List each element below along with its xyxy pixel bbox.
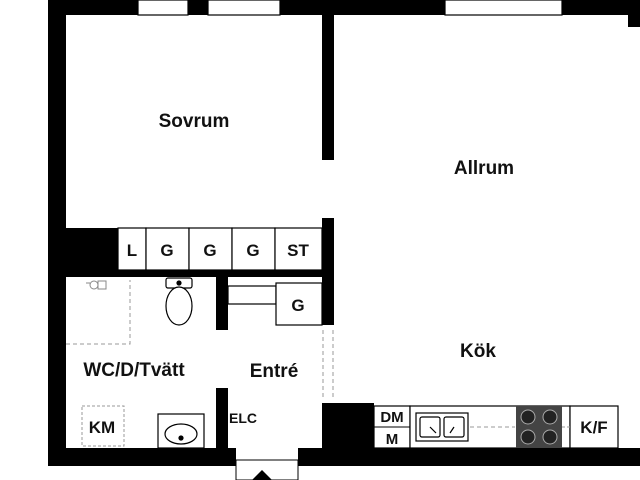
wardrobe-g2 bbox=[188, 227, 233, 271]
bath-sink-icon bbox=[157, 413, 205, 449]
room-label-bedroom: Sovrum bbox=[159, 111, 230, 132]
washing-machine bbox=[81, 405, 125, 447]
entrance-door bbox=[235, 459, 299, 480]
detail-lines bbox=[66, 280, 334, 400]
electrical-cabinet-label: ELC bbox=[229, 410, 257, 426]
room-label-entrance: Entré bbox=[250, 361, 299, 382]
wardrobe-l bbox=[117, 227, 147, 271]
wardrobe-row bbox=[117, 227, 323, 271]
wardrobe-g3 bbox=[231, 227, 276, 271]
hall-wardrobe-g-label: G bbox=[291, 296, 304, 315]
kf-label: K/F bbox=[580, 418, 607, 437]
wall-entry-right-upper bbox=[322, 273, 334, 325]
wall-kitchen-block bbox=[322, 403, 374, 450]
wardrobe-l-label: L bbox=[127, 241, 137, 260]
stove-icon bbox=[516, 406, 562, 448]
window-2 bbox=[207, 0, 281, 16]
washing-machine-label: KM bbox=[89, 418, 115, 437]
wardrobe-g1 bbox=[145, 227, 190, 271]
wall-block-left bbox=[66, 228, 118, 272]
room-label-living: Allrum bbox=[454, 158, 514, 179]
wardrobe-labels: L G G G ST bbox=[127, 241, 310, 260]
window-3 bbox=[444, 0, 563, 16]
dm-label-bottom: M bbox=[386, 431, 399, 448]
wardrobe-g1-label: G bbox=[160, 241, 173, 260]
dm-label-top: DM bbox=[380, 409, 403, 426]
wall-left bbox=[48, 0, 66, 466]
room-label-bathroom: WC/D/Tvätt bbox=[83, 360, 185, 381]
wall-stub-right bbox=[628, 15, 640, 27]
walls bbox=[48, 0, 640, 466]
wall-top-right bbox=[562, 0, 640, 15]
wall-bedroom-living-upper bbox=[322, 15, 334, 160]
wall-top-left bbox=[48, 0, 138, 15]
hall-wardrobe-g bbox=[275, 282, 323, 326]
wall-top-mid bbox=[188, 0, 208, 15]
toilet-icon bbox=[165, 277, 193, 326]
windows bbox=[137, 0, 563, 16]
wall-wardrobe-bottom bbox=[66, 270, 322, 277]
wardrobe-st-label: ST bbox=[287, 241, 309, 260]
counter-kf bbox=[569, 405, 619, 449]
wardrobe-st bbox=[274, 227, 323, 271]
window-1 bbox=[137, 0, 189, 16]
entry-arrow-icon bbox=[252, 470, 272, 480]
wall-bath-lower bbox=[216, 388, 228, 450]
kitchen-sink-icon bbox=[415, 412, 469, 442]
shower-head-icon bbox=[86, 280, 107, 290]
hall-wardrobe bbox=[227, 282, 323, 326]
wall-bottom-left bbox=[48, 448, 236, 466]
hall-shelf bbox=[227, 285, 277, 305]
shower-outline bbox=[66, 280, 131, 345]
room-label-kitchen: Kök bbox=[460, 341, 496, 362]
wall-top-mid2 bbox=[280, 0, 445, 15]
wardrobe-g2-label: G bbox=[203, 241, 216, 260]
wall-bedroom-living-lower bbox=[322, 218, 334, 273]
wall-bottom-right bbox=[298, 448, 640, 466]
wall-bath-upper bbox=[216, 277, 228, 330]
wardrobe-g3-label: G bbox=[246, 241, 259, 260]
